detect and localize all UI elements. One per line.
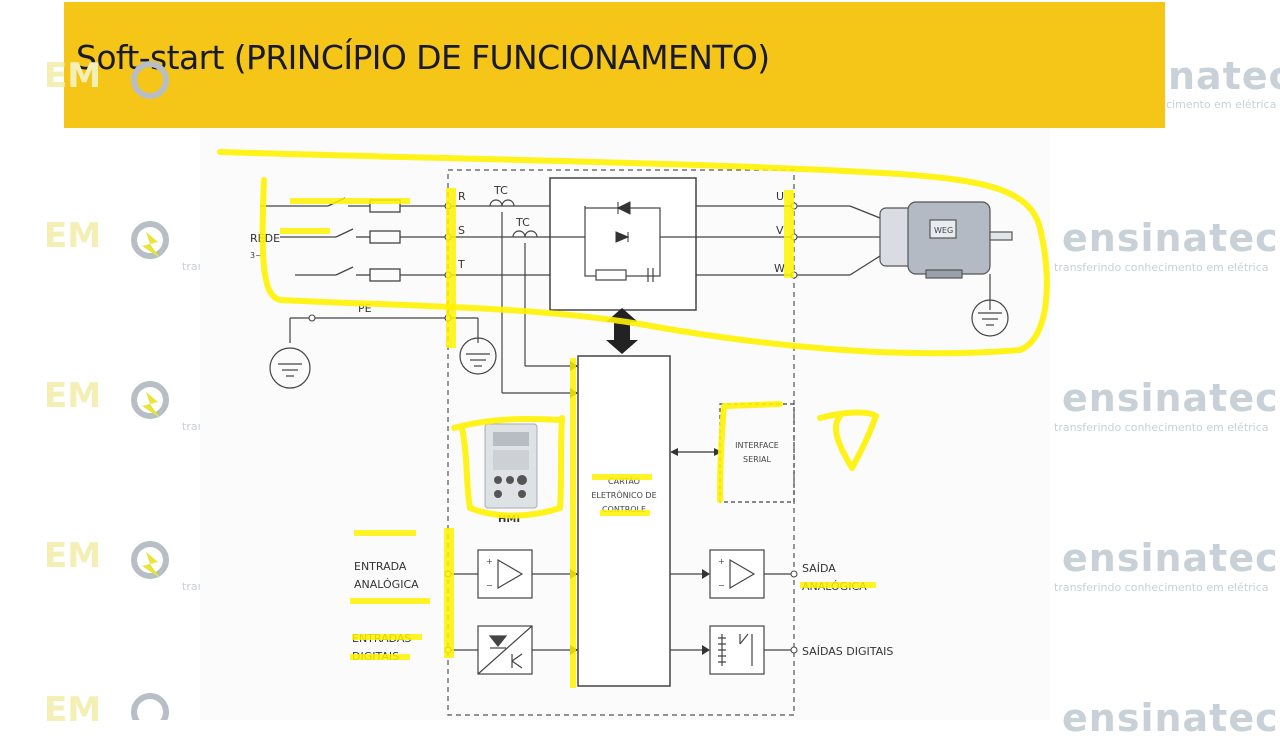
hmi-label: HMI (498, 514, 520, 525)
watermark-gear-icons: trar trar tran (131, 61, 205, 720)
watermark-tagline: transferindo conhecimento em elétrica (1054, 581, 1269, 594)
plus-sign: + (486, 557, 493, 566)
watermark-brand: ensinatec (1062, 216, 1279, 260)
input-lines (260, 197, 550, 282)
serial-interface-label-1: INTERFACE (735, 441, 779, 450)
control-card-label-1: CARTÃO (608, 476, 640, 486)
highlight-serial-arrow (817, 409, 879, 471)
serial-interface-block (719, 403, 795, 503)
control-card-block (577, 355, 671, 687)
highlighter-marks (280, 188, 876, 688)
phase-label-s: S (458, 224, 465, 237)
phase-label-t: T (457, 258, 465, 271)
soft-starter-diagram: WEG (200, 128, 1050, 720)
highlighter-annotations (217, 149, 1050, 519)
watermark-logo: EM (44, 56, 102, 96)
thyristor-block (549, 177, 697, 311)
watermark-brand: ensinatec (1062, 376, 1279, 420)
snubber-icon (595, 268, 654, 282)
arrow-icon (702, 569, 710, 579)
arrow-icon (702, 645, 710, 655)
watermark-logo: EM (44, 216, 102, 256)
analog-output-label-1: SAÍDA (802, 562, 836, 575)
minus-sign: − (486, 581, 493, 590)
soft-starter-enclosure (447, 169, 795, 716)
motor-brand-label: WEG (934, 226, 953, 235)
motor-icon (879, 201, 1013, 279)
watermark-brand: ensinatec (1062, 536, 1279, 580)
analog-input-label-1: ENTRADA (354, 560, 407, 573)
control-card-label-2: ELETRÔNICO DE (591, 489, 656, 500)
watermark-logo: EM (44, 536, 102, 576)
tc-label: TC (493, 184, 508, 197)
arrow-icon (670, 448, 678, 456)
scr-icon (615, 201, 631, 243)
watermark-tagline: transferindo conhecimento em elétrica (1054, 261, 1269, 274)
serial-interface-label-2: SERIAL (743, 455, 772, 464)
title-bar: Soft-start (PRINCÍPIO DE FUNCIONAMENTO) (64, 2, 1165, 128)
watermark-brand: ensinatec (1062, 696, 1279, 740)
ground-icon (269, 347, 311, 389)
phase-label-w: W (774, 262, 785, 275)
control-card-label-3: CONTROLE (602, 505, 646, 514)
phase-label-v: V (776, 224, 784, 237)
double-arrow-icon (606, 308, 638, 354)
supply-phases-label: 3~ (250, 251, 262, 260)
block-diagram-svg: WEG (217, 149, 1050, 716)
watermark-tagline: transferindo conhecimento em elétrica (1054, 421, 1269, 434)
svg-text:tran: tran (182, 580, 205, 593)
watermark-brand: natec (1168, 54, 1280, 98)
plus-sign: + (718, 557, 725, 566)
hmi-keypad-icon (484, 423, 538, 509)
ground-icon (971, 274, 1009, 337)
highlight-serial (717, 401, 783, 503)
analog-output-amplifier (670, 549, 794, 599)
analog-input-amplifier (448, 549, 570, 599)
phase-label-u: U (776, 190, 784, 203)
analog-input-label-2: ANALÓGICA (354, 578, 419, 591)
svg-text:trar: trar (182, 420, 203, 433)
digital-output-relay (670, 625, 794, 675)
ground-icon (459, 337, 497, 375)
highlight-hmi (451, 415, 565, 519)
digital-input-optocoupler (448, 625, 570, 675)
watermark-tagline: cimento em elétrica (1166, 98, 1277, 111)
current-transformer-icon (489, 199, 570, 394)
tc-label: TC (515, 216, 530, 229)
phase-label-r: R (458, 190, 466, 203)
watermark-logo: EM (44, 376, 102, 416)
svg-text:trar: trar (182, 260, 203, 273)
minus-sign: − (718, 581, 725, 590)
highlight-power-circuit (217, 149, 1050, 357)
slide-title: Soft-start (PRINCÍPIO DE FUNCIONAMENTO) (76, 38, 770, 77)
digital-outputs-label: SAÍDAS DIGITAIS (802, 645, 893, 658)
